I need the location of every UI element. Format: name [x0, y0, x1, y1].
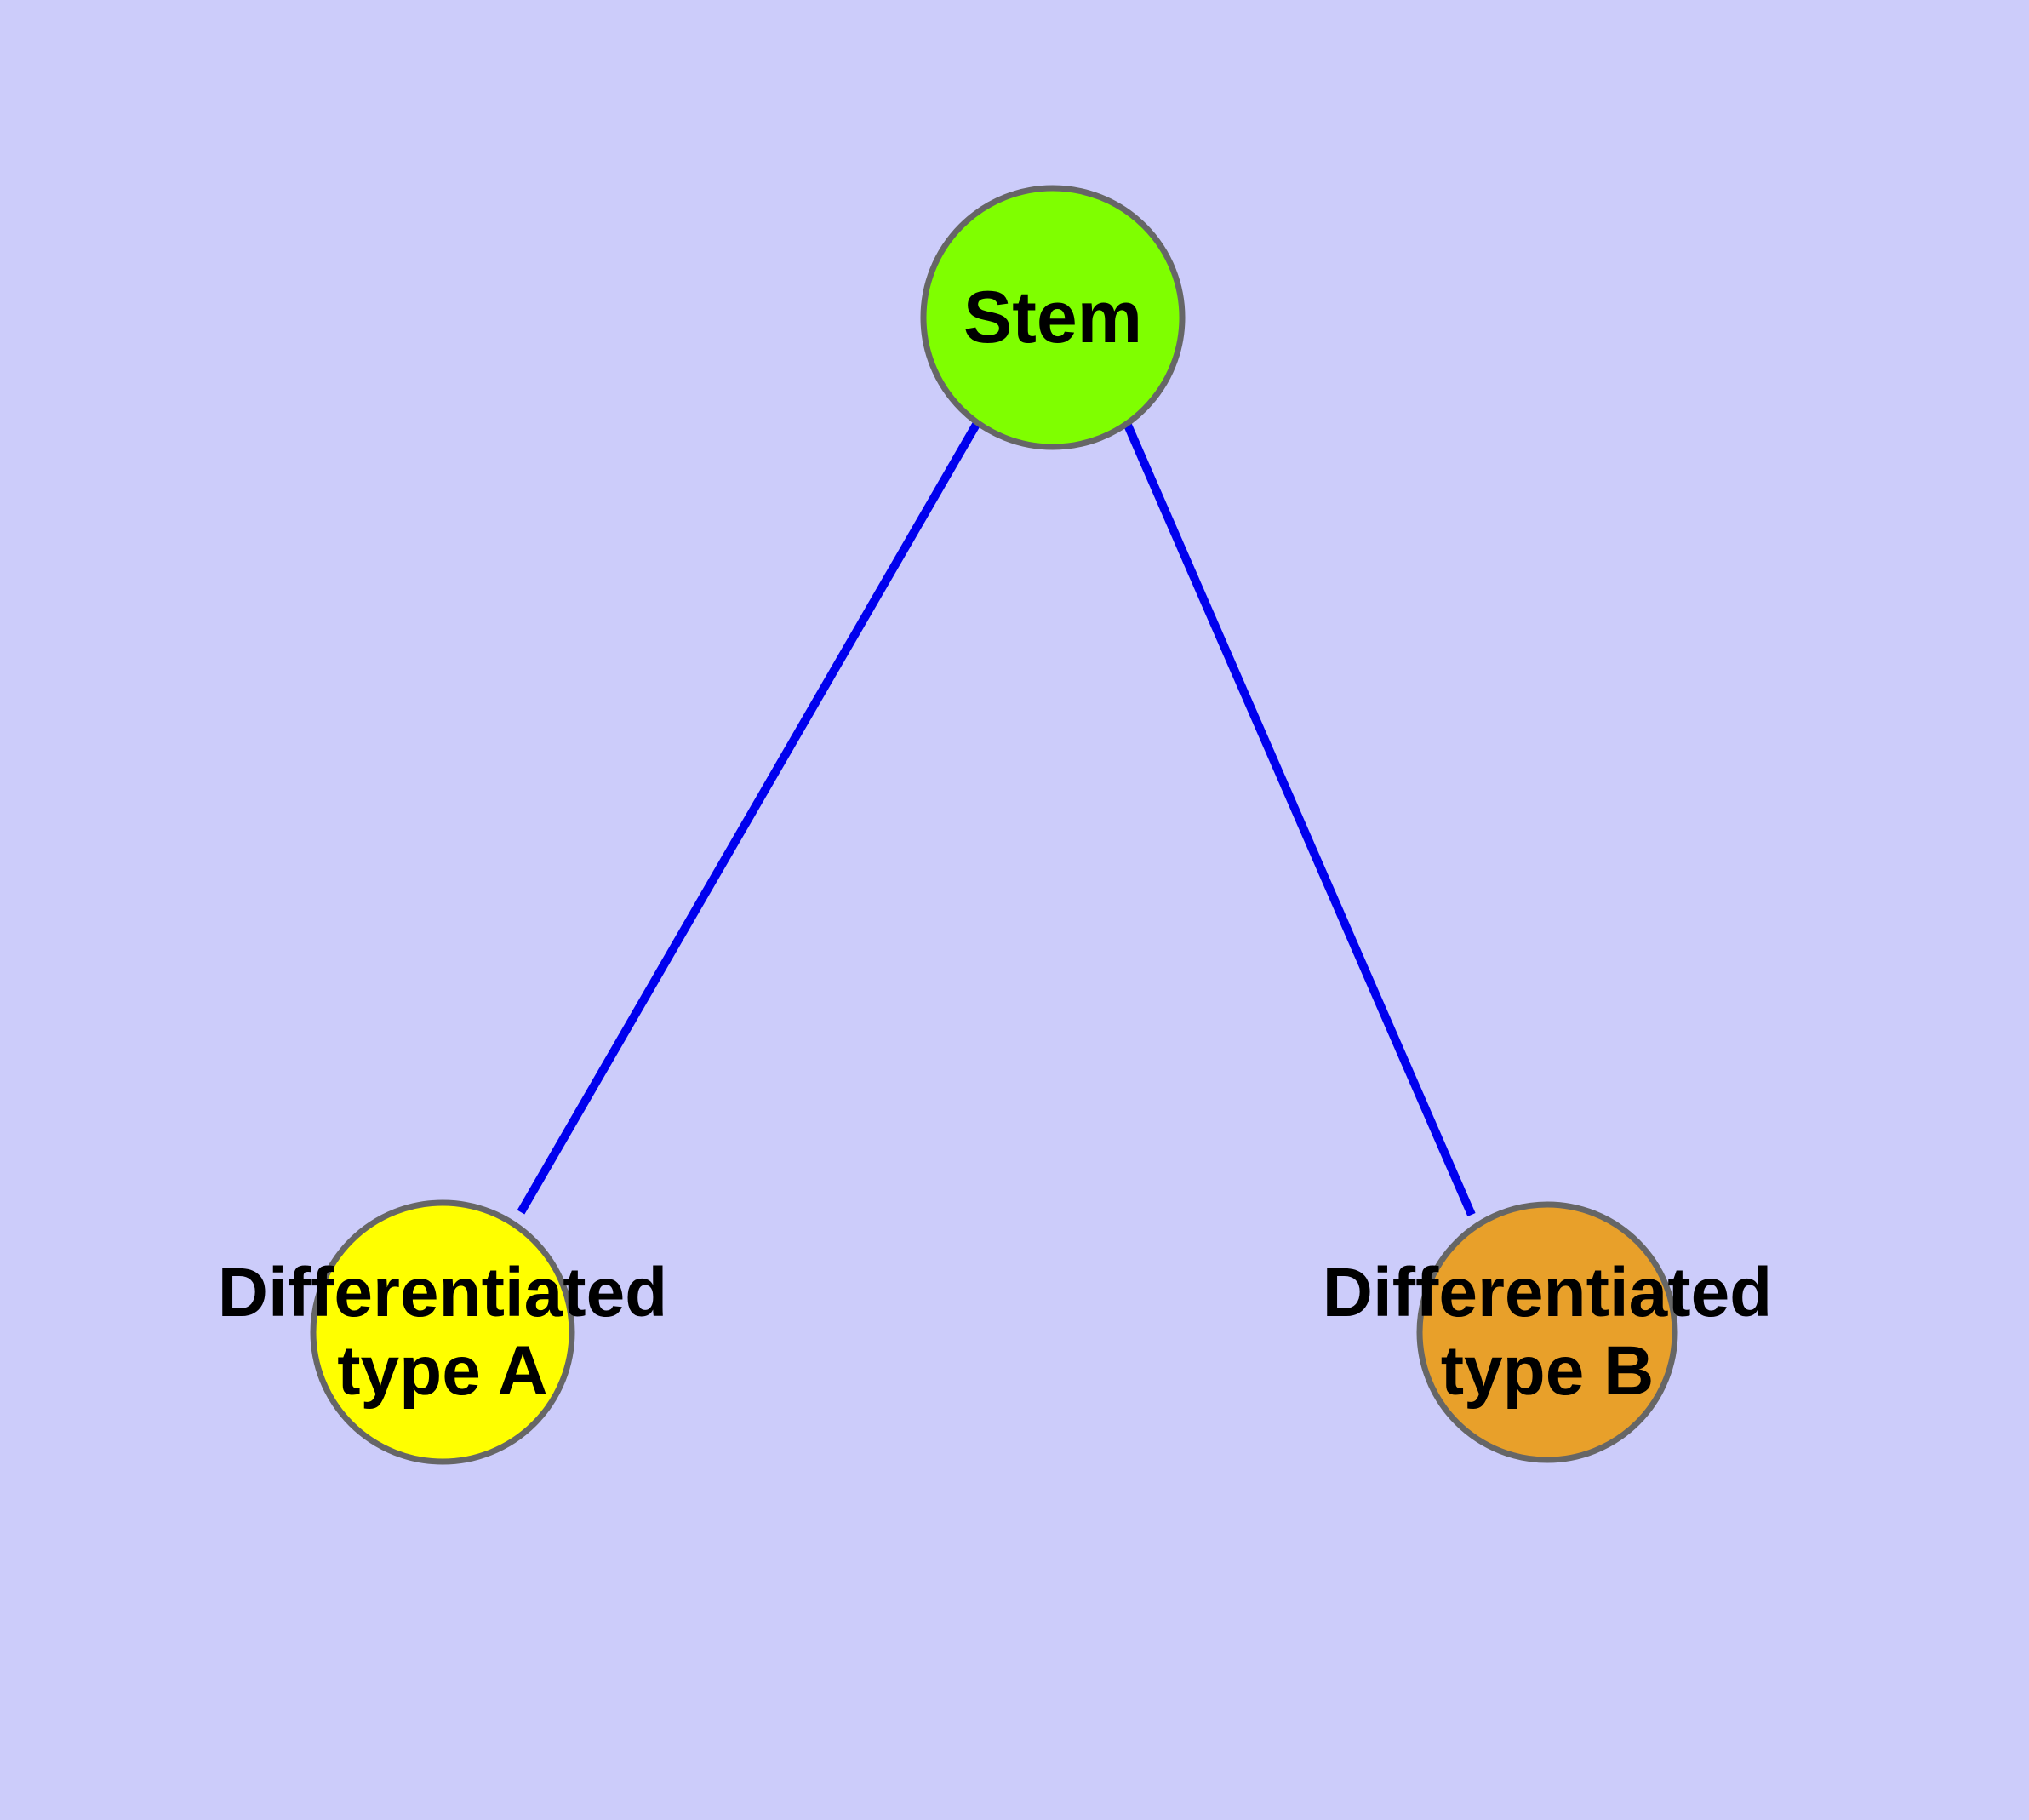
edge-stem-to-type-a: [517, 421, 981, 1215]
node-layer: [310, 185, 1678, 1465]
node-stem-circle[interactable]: [920, 185, 1186, 450]
node-type-a-circle[interactable]: [310, 1199, 575, 1465]
edge-layer: [517, 421, 1476, 1216]
node-type-b-circle[interactable]: [1416, 1201, 1678, 1463]
edge-stem-to-type-b: [1123, 421, 1476, 1216]
